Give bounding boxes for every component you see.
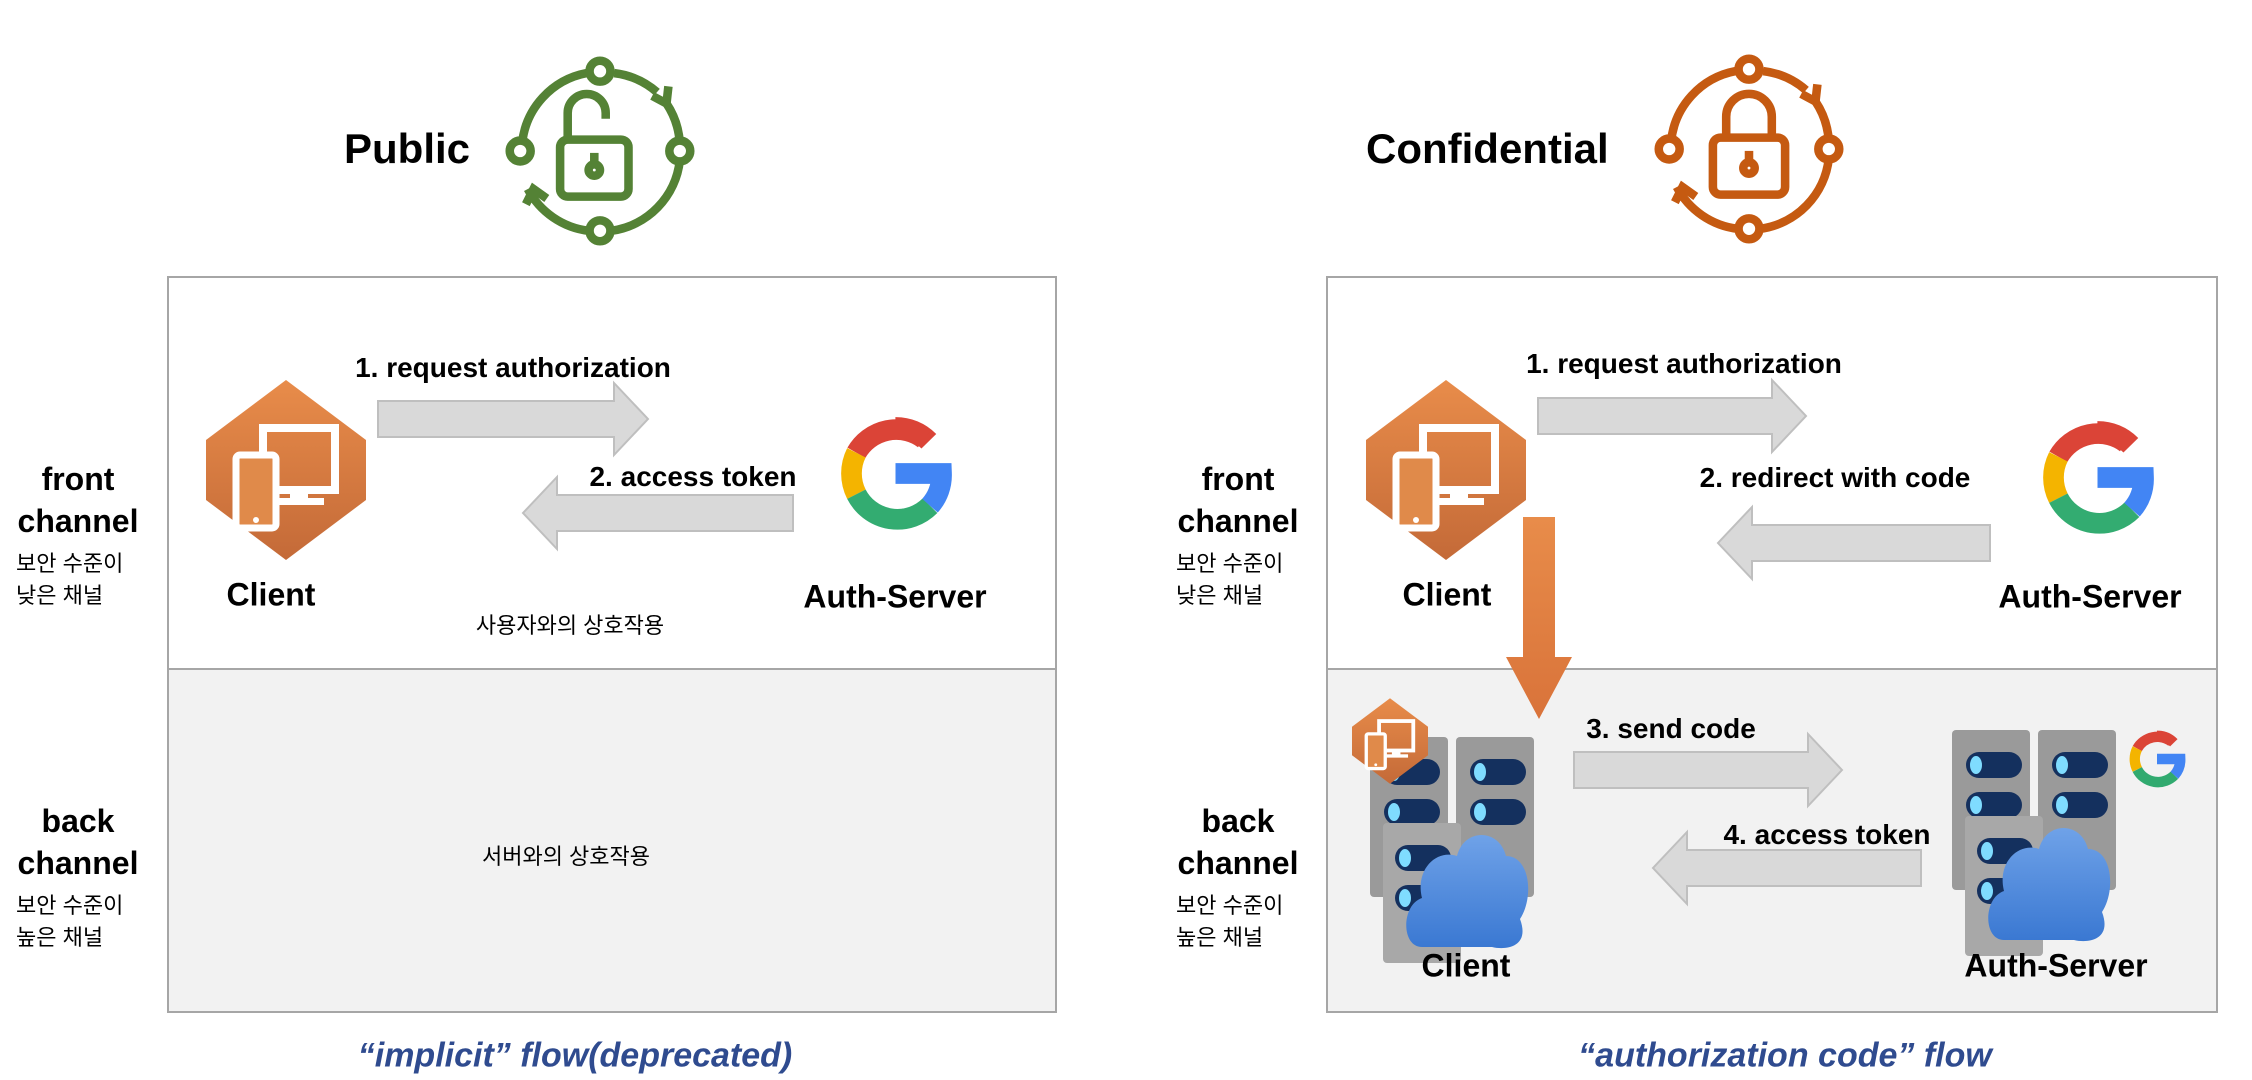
client-label: Client xyxy=(226,576,316,613)
client-hexagon-small-icon xyxy=(1350,696,1430,786)
channel-desc: 낮은 채널 xyxy=(16,583,104,608)
arrow-left-token xyxy=(521,474,794,552)
confidential-footer: “authorization code” flow xyxy=(1578,1036,1992,1075)
channel-desc: 높은 채널 xyxy=(16,925,104,950)
google-icon xyxy=(2040,420,2155,535)
auth-server-label: Auth-Server xyxy=(1964,947,2148,984)
client-hexagon-icon xyxy=(1366,380,1526,560)
back-channel-label-left: back channel 보안 수준이 높은 채널 xyxy=(0,800,158,954)
channel-name: channel xyxy=(17,845,139,881)
front-channel-label-left: front channel 보안 수준이 낮은 채널 xyxy=(0,458,158,612)
arrow-label-send-code: 3. send code xyxy=(1586,713,1756,744)
arrow-label-request: 1. request authorization xyxy=(1526,348,1842,379)
arrow-label-redirect: 2. redirect with code xyxy=(1699,462,1971,493)
unlocked-lock-cycle-icon xyxy=(505,56,695,246)
back-note: 서버와의 상호작용 xyxy=(481,844,651,869)
channel-desc: 보안 수준이 xyxy=(1176,551,1284,576)
arrow-right-request xyxy=(1537,377,1808,455)
channel-desc: 높은 채널 xyxy=(1176,925,1264,950)
arrow-label-token: 2. access token xyxy=(589,461,797,492)
arrow-down-orange xyxy=(1506,517,1572,719)
auth-server-label: Auth-Server xyxy=(1998,578,2182,615)
channel-name: channel xyxy=(17,503,139,539)
front-note: 사용자와의 상호작용 xyxy=(475,613,665,638)
arrow-right-send-code xyxy=(1573,731,1844,809)
arrow-right-request xyxy=(377,380,650,458)
channel-name: front xyxy=(1201,461,1275,497)
channel-desc: 보안 수준이 xyxy=(1176,893,1284,918)
client-label: Client xyxy=(1421,947,1511,984)
channel-desc: 보안 수준이 xyxy=(16,893,124,918)
channel-desc: 낮은 채널 xyxy=(1176,583,1264,608)
auth-server-cluster-icon xyxy=(1952,730,2152,970)
channel-name: channel xyxy=(1177,503,1299,539)
channel-desc: 보안 수준이 xyxy=(16,551,124,576)
locked-lock-cycle-icon xyxy=(1654,54,1844,244)
public-title: Public xyxy=(344,125,471,172)
google-icon xyxy=(838,416,953,531)
front-channel-label-right: front channel 보안 수준이 낮은 채널 xyxy=(1158,458,1318,612)
auth-server-label: Auth-Server xyxy=(803,578,987,615)
arrow-label-request: 1. request authorization xyxy=(355,352,671,383)
public-back-channel-box xyxy=(167,668,1057,1013)
channel-name: back xyxy=(1201,803,1275,839)
channel-name: back xyxy=(41,803,115,839)
client-hexagon-icon xyxy=(206,380,366,560)
arrow-left-access-token xyxy=(1651,829,1922,907)
public-footer: “implicit” flow(deprecated) xyxy=(357,1036,793,1075)
channel-name: channel xyxy=(1177,845,1299,881)
client-label: Client xyxy=(1402,576,1492,613)
arrow-label-access-token: 4. access token xyxy=(1723,819,1931,850)
back-channel-label-right: back channel 보안 수준이 높은 채널 xyxy=(1158,800,1318,954)
google-small-icon xyxy=(2128,730,2186,788)
channel-name: front xyxy=(41,461,115,497)
confidential-title: Confidential xyxy=(1366,125,1609,172)
arrow-left-redirect xyxy=(1716,504,1991,582)
